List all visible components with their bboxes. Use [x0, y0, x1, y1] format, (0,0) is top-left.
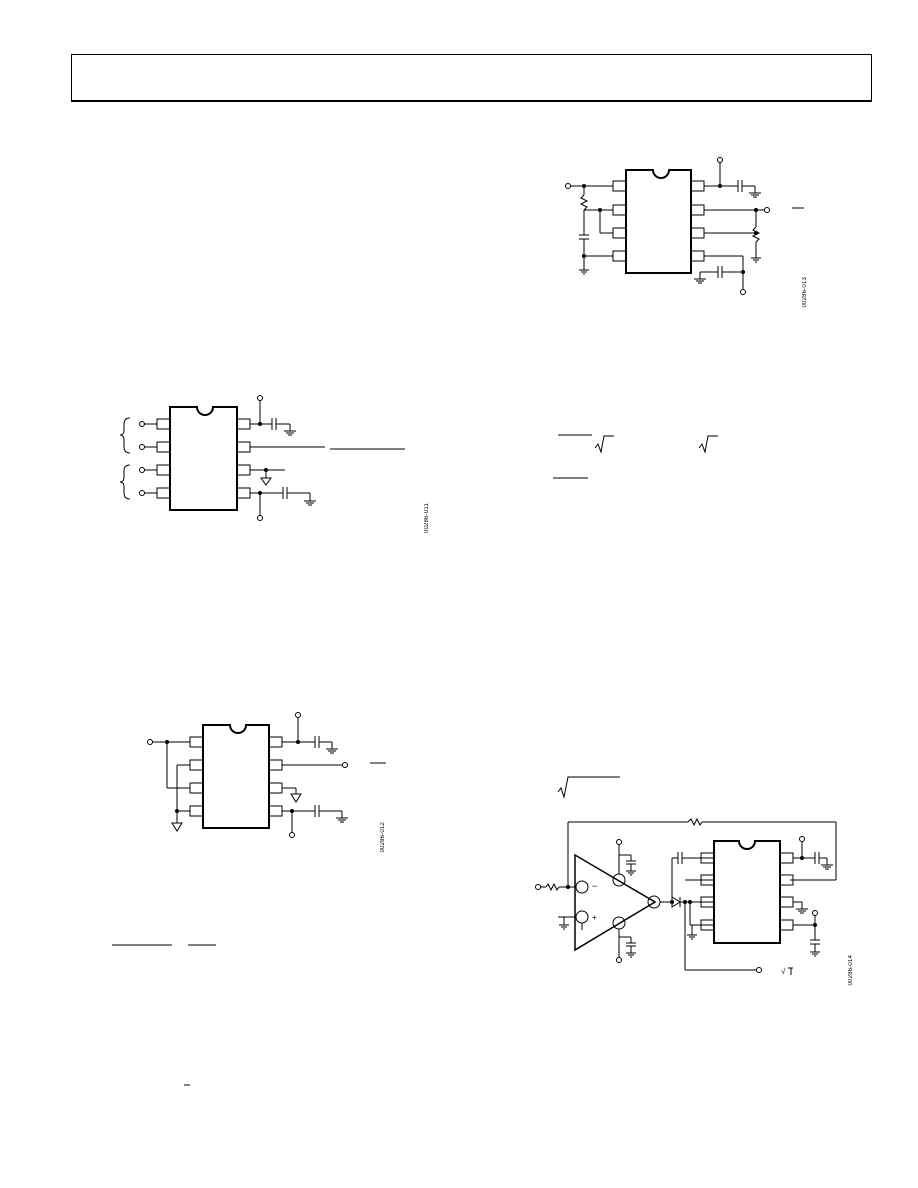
circuit-schematic-4: √	[535, 776, 837, 976]
opamp-minus-label: −	[592, 881, 597, 891]
circuit-figure-3: 00286-013	[553, 155, 820, 479]
figure-id-3: 00286-013	[802, 277, 808, 308]
figure-id-2: 00286-012	[380, 822, 386, 853]
circuit-schematic-3	[553, 157, 804, 479]
circuit-schematic-1	[119, 395, 405, 521]
figure-id-1: 00286-011	[424, 503, 430, 534]
circuit-schematic-2	[112, 712, 386, 1086]
circuit-figure-1: 00286-011	[100, 385, 430, 545]
circuit-figure-2: 00286-012	[112, 710, 400, 1086]
page-header-box	[71, 54, 872, 102]
figure-id-4: 00286-014	[848, 955, 854, 986]
circuit-figure-4: √	[530, 775, 870, 995]
svg-text:√: √	[781, 967, 786, 976]
opamp-plus-label: +	[592, 913, 597, 922]
